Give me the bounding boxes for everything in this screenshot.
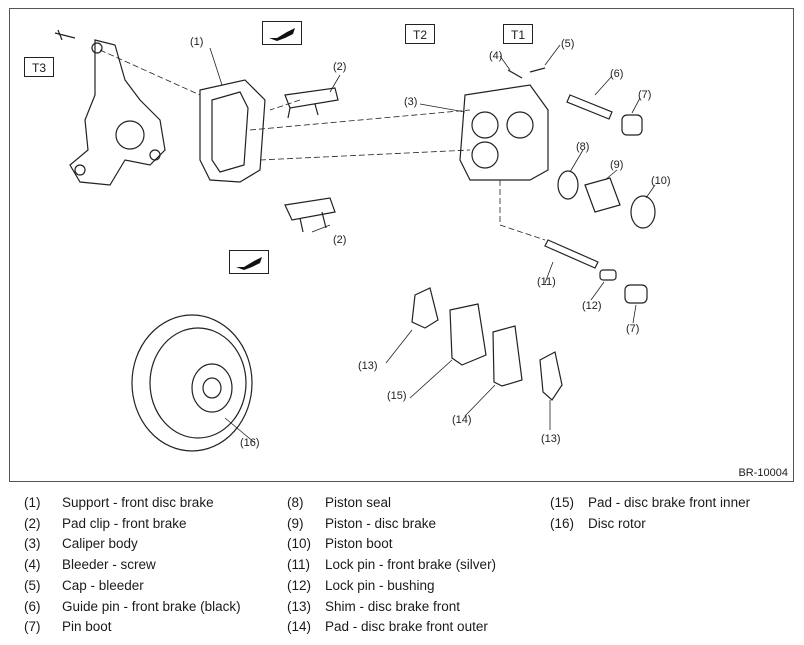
piston-boot [630, 195, 656, 229]
disc-rotor [131, 314, 253, 452]
pin-boot-upper [621, 114, 643, 136]
guide-pin [566, 94, 613, 120]
legend-item: (15) Pad - disc brake front inner [550, 495, 750, 510]
legend-number: (8) [287, 495, 304, 510]
legend-number: (3) [24, 536, 41, 552]
grease-icon [236, 257, 262, 270]
legend-item: (1) Support - front disc brake [24, 495, 214, 510]
callout-3: (3) [404, 96, 418, 108]
torque-label-t3: T3 [24, 57, 54, 77]
legend-item: (11) Lock pin - front brake (silver) [287, 557, 496, 572]
legend-number: (16) [550, 515, 575, 531]
callout-12: (12) [582, 300, 602, 312]
grease-symbol-top [262, 21, 302, 45]
callout-14: (14) [452, 414, 472, 426]
legend-item: (16) Disc rotor [550, 516, 646, 531]
diagram-frame [9, 8, 794, 482]
legend-item: (3) Caliper body [24, 536, 138, 551]
legend-text: Shim - disc brake front [325, 598, 461, 614]
pad-clip-bottom [284, 197, 336, 233]
callout-8: (8) [576, 141, 590, 153]
legend-number: (15) [550, 495, 575, 510]
legend-item: (6) Guide pin - front brake (black) [24, 599, 241, 614]
legend-text: Piston - disc brake [325, 515, 437, 531]
callout-10: (10) [651, 175, 671, 187]
legend-item: (7) Pin boot [24, 619, 112, 634]
brake-support [199, 79, 266, 183]
legend-number: (1) [24, 495, 41, 510]
callout-15: (15) [387, 390, 407, 402]
legend-number: (11) [287, 557, 311, 573]
legend-number: (5) [24, 577, 41, 593]
lock-pin-bushing [599, 269, 617, 281]
callout-13-right: (13) [541, 433, 561, 445]
legend-text: Piston seal [325, 495, 392, 510]
steering-knuckle [69, 39, 166, 186]
piston [584, 177, 621, 213]
piston-seal [557, 170, 579, 200]
callout-4: (4) [489, 50, 503, 62]
legend-item: (13) Shim - disc brake front [287, 599, 460, 614]
legend-text: Disc rotor [588, 515, 646, 531]
callout-5: (5) [561, 38, 575, 50]
torque-label-t2: T2 [405, 24, 435, 44]
legend-text: Support - front disc brake [62, 495, 214, 510]
pad-clip-top [284, 87, 339, 119]
pad-outer [492, 325, 523, 387]
caliper-body [459, 84, 549, 181]
legend-number: (12) [287, 577, 312, 593]
shim-outer [539, 351, 563, 401]
legend-text: Pin boot [62, 619, 112, 635]
legend-number: (13) [287, 598, 312, 614]
legend-item: (8) Piston seal [287, 495, 391, 510]
legend-item: (10) Piston boot [287, 536, 393, 551]
grease-symbol-bottom [229, 250, 269, 274]
legend-text: Pad clip - front brake [62, 515, 187, 531]
legend-item: (4) Bleeder - screw [24, 557, 156, 572]
exploded-brake-diagram [54, 29, 656, 452]
callout-16: (16) [240, 437, 260, 449]
legend-item: (2) Pad clip - front brake [24, 516, 187, 531]
legend-item: (12) Lock pin - bushing [287, 578, 435, 593]
callout-7-top: (7) [638, 89, 652, 101]
legend-number: (6) [24, 598, 41, 614]
pin-boot-lower [624, 284, 648, 304]
callout-1: (1) [190, 36, 204, 48]
grease-icon [269, 28, 295, 41]
legend-text: Piston boot [325, 536, 393, 552]
callout-13-left: (13) [358, 360, 378, 372]
legend-text: Pad - disc brake front outer [325, 619, 488, 635]
legend-item: (14) Pad - disc brake front outer [287, 619, 488, 634]
shim-inner [411, 287, 439, 329]
legend-number: (4) [24, 557, 41, 573]
legend-number: (2) [24, 515, 41, 531]
legend-text: Caliper body [62, 536, 138, 552]
legend-number: (10) [287, 536, 312, 552]
legend-number: (7) [24, 619, 41, 635]
legend-text: Pad - disc brake front inner [588, 495, 751, 510]
lock-pin [544, 239, 599, 269]
legend-item: (9) Piston - disc brake [287, 516, 436, 531]
callout-6: (6) [610, 68, 624, 80]
callout-2-bottom: (2) [333, 234, 347, 246]
legend-text: Lock pin - front brake (silver) [325, 557, 497, 573]
legend-item: (5) Cap - bleeder [24, 578, 144, 593]
figure-id: BR-10004 [738, 467, 788, 479]
pad-inner [449, 303, 487, 366]
legend-text: Bleeder - screw [62, 557, 156, 573]
callout-2-top: (2) [333, 61, 347, 73]
callout-11: (11) [537, 276, 556, 288]
torque-label-t1: T1 [503, 24, 533, 44]
callout-9: (9) [610, 159, 624, 171]
legend-text: Cap - bleeder [62, 577, 144, 593]
callout-7-bottom: (7) [626, 323, 640, 335]
legend-text: Guide pin - front brake (black) [62, 598, 241, 614]
legend-number: (9) [287, 515, 304, 531]
legend-number: (14) [287, 619, 312, 635]
legend-text: Lock pin - bushing [325, 577, 435, 593]
